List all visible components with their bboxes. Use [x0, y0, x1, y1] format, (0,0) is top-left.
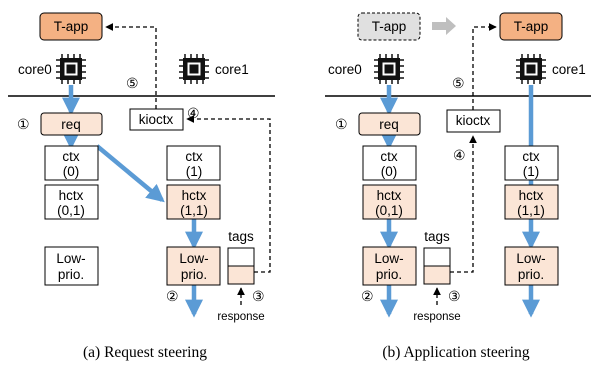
hctx0-line1: hctx — [377, 188, 402, 203]
tag-slot — [227, 265, 255, 285]
hctx1-box — [504, 184, 559, 220]
hctx1-line1: hctx — [519, 188, 544, 203]
ctx1-line2: (1) — [186, 164, 203, 179]
ctx1-line1: ctx — [522, 149, 540, 164]
hctx1-line2: (1,1) — [180, 203, 208, 218]
step-1-marker: ① — [17, 116, 30, 132]
completion-path — [450, 135, 477, 273]
low1-box — [166, 246, 221, 286]
hctx1-line1: hctx — [182, 188, 207, 203]
cpu-chip-icon — [515, 53, 547, 85]
tags-label: tags — [424, 229, 450, 244]
hctx1-box — [166, 184, 221, 220]
step-4-marker: ④ — [453, 147, 466, 163]
core1-label: core1 — [552, 62, 586, 77]
t-app-new-label: T-app — [514, 19, 549, 34]
completion-path — [186, 115, 271, 273]
req-box — [40, 112, 103, 136]
caption-a: (a) Request steering — [83, 344, 207, 361]
req-label: req — [379, 117, 399, 132]
hctx0-line2: (0,1) — [57, 203, 85, 218]
low1-line1: Low- — [516, 251, 545, 266]
cpu-chip-icon — [55, 53, 87, 85]
kioctx-label: kioctx — [456, 113, 491, 128]
t-app-label: T-app — [54, 19, 89, 34]
t-app-new-box — [499, 12, 563, 41]
ctx1-line2: (1) — [523, 164, 540, 179]
low1-line1: Low- — [179, 251, 208, 266]
low0-box — [362, 246, 417, 286]
wakeup-path — [472, 23, 497, 110]
low1-box — [504, 246, 559, 286]
hctx0-line1: hctx — [59, 188, 84, 203]
step-2-marker: ② — [166, 288, 179, 304]
t-app-old-box — [357, 12, 421, 41]
panel-a: T-app core0 core1 req kioctx ctx (0) hct… — [8, 12, 275, 361]
core0-label: core0 — [328, 62, 362, 77]
step-5-marker: ⑤ — [126, 75, 139, 91]
low0-box — [44, 246, 99, 286]
step-5-marker: ⑤ — [452, 75, 465, 91]
cpu-chip-icon — [178, 53, 210, 85]
hctx0-line2: (0,1) — [375, 203, 403, 218]
ctx0-box — [362, 145, 417, 181]
gray-arrow-icon — [432, 17, 456, 35]
ctx0-line1: ctx — [62, 149, 80, 164]
req-label: req — [61, 117, 81, 132]
low0-line2: prio. — [58, 267, 84, 282]
ctx1-line1: ctx — [185, 149, 203, 164]
step-4-marker: ④ — [187, 105, 200, 121]
hctx0-box — [44, 184, 99, 220]
hctx0-box — [362, 184, 417, 220]
core0-label: core0 — [18, 62, 52, 77]
step-1-marker: ① — [335, 116, 348, 132]
kioctx-label: kioctx — [139, 112, 174, 127]
low0-line1: Low- — [56, 251, 85, 266]
response-label: response — [217, 311, 264, 323]
cpu-chip-icon — [373, 53, 405, 85]
hctx1-line2: (1,1) — [517, 203, 545, 218]
response-label: response — [413, 311, 460, 323]
flow-arrow — [95, 144, 165, 203]
ctx0-line2: (0) — [381, 164, 398, 179]
ctx0-line1: ctx — [380, 149, 398, 164]
ctx1-box — [504, 145, 559, 181]
ctx0-line2: (0) — [63, 164, 80, 179]
core1-label: core1 — [215, 62, 249, 77]
tag-slot — [423, 265, 451, 285]
step-2-marker: ② — [361, 288, 374, 304]
ctx0-box — [44, 145, 99, 181]
step-3-marker: ③ — [448, 288, 461, 304]
low1-line2: prio. — [518, 267, 544, 282]
req-box — [358, 112, 421, 136]
step-3-marker: ③ — [252, 288, 265, 304]
t-app-old-label: T-app — [372, 19, 407, 34]
low0-line2: prio. — [376, 267, 402, 282]
tags-label: tags — [228, 229, 254, 244]
panel-b: T-app T-app core0 core1 req kioctx ctx (… — [325, 12, 591, 361]
t-app-box — [39, 12, 103, 41]
ctx1-box — [166, 145, 221, 181]
low0-line1: Low- — [374, 251, 403, 266]
caption-b: (b) Application steering — [382, 344, 529, 361]
wakeup-path — [105, 23, 157, 109]
low1-line2: prio. — [181, 267, 207, 282]
